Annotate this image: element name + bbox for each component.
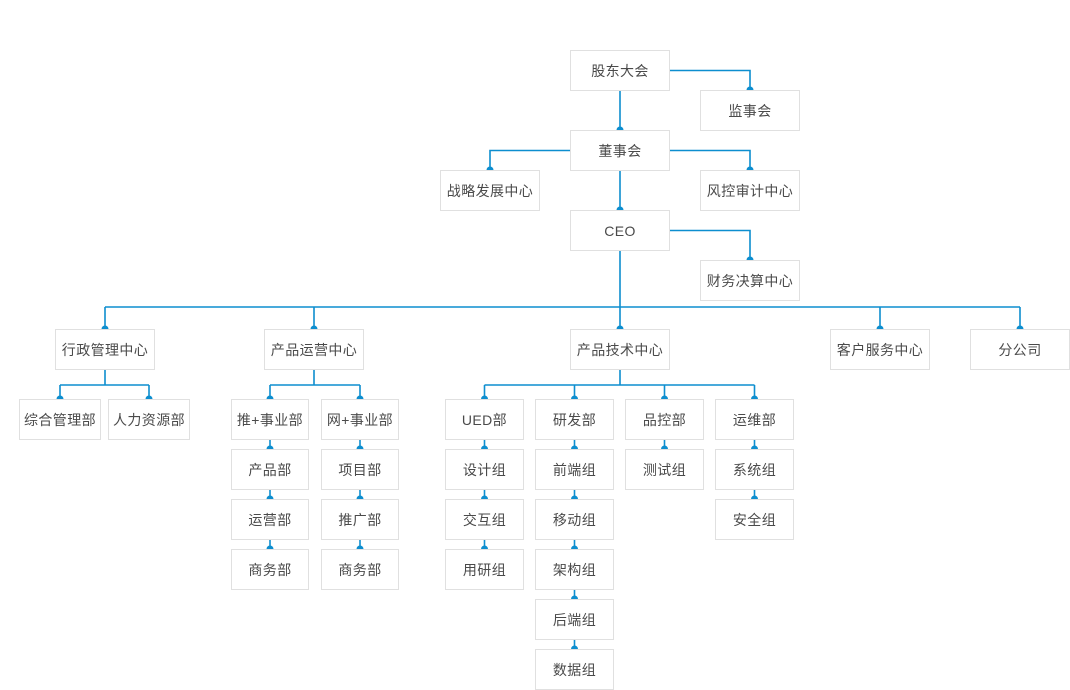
org-node-label: 架构组 (552, 561, 597, 578)
org-node-design-grp[interactable]: 设计组 (445, 449, 524, 490)
org-node-rnd[interactable]: 研发部 (535, 399, 614, 440)
org-node-ceo[interactable]: CEO (570, 210, 670, 251)
org-node-label: 人力资源部 (113, 411, 185, 428)
org-node-label: 项目部 (338, 461, 382, 478)
org-node-label: 网+事业部 (326, 411, 394, 428)
org-node-label: 产品技术中心 (576, 341, 664, 358)
org-node-product-dept[interactable]: 产品部 (231, 449, 309, 490)
org-node-branch[interactable]: 分公司 (970, 329, 1070, 370)
org-node-label: 风控审计中心 (706, 182, 794, 199)
org-node-label: 研发部 (552, 411, 597, 428)
org-node-label: 综合管理部 (24, 411, 96, 428)
org-node-admin[interactable]: 行政管理中心 (55, 329, 155, 370)
org-node-label: 用研组 (462, 561, 507, 578)
org-node-label: 财务决算中心 (706, 272, 794, 289)
org-node-biz-dept-1[interactable]: 商务部 (231, 549, 309, 590)
org-node-label: 设计组 (462, 461, 507, 478)
org-node-prodtech[interactable]: 产品技术中心 (570, 329, 670, 370)
org-node-label: 董事会 (598, 142, 642, 159)
org-node-biz-dept-2[interactable]: 商务部 (321, 549, 399, 590)
org-node-label: 移动组 (552, 511, 597, 528)
org-node-wangplus[interactable]: 网+事业部 (321, 399, 399, 440)
org-node-label: 商务部 (248, 561, 292, 578)
org-node-backend-grp[interactable]: 后端组 (535, 599, 614, 640)
org-node-ued[interactable]: UED部 (445, 399, 524, 440)
connector-elbow (670, 229, 751, 260)
org-node-label: 商务部 (338, 561, 382, 578)
org-node-label: 交互组 (462, 511, 507, 528)
org-node-interact-grp[interactable]: 交互组 (445, 499, 524, 540)
org-node-label: 运维部 (732, 411, 777, 428)
org-node-label: 分公司 (998, 341, 1042, 358)
org-node-project-dept[interactable]: 项目部 (321, 449, 399, 490)
org-node-label: 监事会 (728, 102, 772, 119)
org-node-label: 推+事业部 (236, 411, 304, 428)
org-node-label: 推广部 (338, 511, 382, 528)
org-node-promo-dept[interactable]: 推广部 (321, 499, 399, 540)
org-node-arch-grp[interactable]: 架构组 (535, 549, 614, 590)
org-node-research-grp[interactable]: 用研组 (445, 549, 524, 590)
org-node-security-grp[interactable]: 安全组 (715, 499, 794, 540)
org-node-label: 数据组 (552, 661, 597, 678)
org-node-label: 系统组 (732, 461, 777, 478)
org-node-label: 后端组 (552, 611, 597, 628)
connector-elbow (670, 69, 751, 90)
org-node-data-grp[interactable]: 数据组 (535, 649, 614, 690)
org-node-label: 运营部 (248, 511, 292, 528)
org-node-label: CEO (604, 222, 636, 239)
org-node-label: 行政管理中心 (61, 341, 149, 358)
org-node-finance[interactable]: 财务决算中心 (700, 260, 800, 301)
org-node-board[interactable]: 董事会 (570, 130, 670, 171)
connector-elbow (489, 149, 570, 170)
org-node-riskaudit[interactable]: 风控审计中心 (700, 170, 800, 211)
connector-elbow (670, 149, 751, 170)
org-node-label: 产品运营中心 (270, 341, 358, 358)
org-node-frontend-grp[interactable]: 前端组 (535, 449, 614, 490)
org-node-devops[interactable]: 运维部 (715, 399, 794, 440)
org-node-ops-dept[interactable]: 运营部 (231, 499, 309, 540)
org-node-general[interactable]: 综合管理部 (19, 399, 101, 440)
org-node-label: 品控部 (642, 411, 687, 428)
org-node-hr[interactable]: 人力资源部 (108, 399, 190, 440)
org-node-label: 前端组 (552, 461, 597, 478)
org-node-label: 客户服务中心 (836, 341, 924, 358)
org-node-label: 战略发展中心 (446, 182, 534, 199)
org-node-tuiplus[interactable]: 推+事业部 (231, 399, 309, 440)
org-node-label: 产品部 (248, 461, 292, 478)
org-node-custserv[interactable]: 客户服务中心 (830, 329, 930, 370)
org-node-mobile-grp[interactable]: 移动组 (535, 499, 614, 540)
org-node-label: 安全组 (732, 511, 777, 528)
org-node-test-grp[interactable]: 测试组 (625, 449, 704, 490)
org-node-system-grp[interactable]: 系统组 (715, 449, 794, 490)
org-node-strategy[interactable]: 战略发展中心 (440, 170, 540, 211)
org-node-shareholders[interactable]: 股东大会 (570, 50, 670, 91)
org-node-qc[interactable]: 品控部 (625, 399, 704, 440)
org-node-label: 测试组 (642, 461, 687, 478)
org-node-label: 股东大会 (591, 62, 649, 79)
org-node-prodops[interactable]: 产品运营中心 (264, 329, 364, 370)
org-node-supervisory[interactable]: 监事会 (700, 90, 800, 131)
org-node-label: UED部 (461, 411, 508, 428)
